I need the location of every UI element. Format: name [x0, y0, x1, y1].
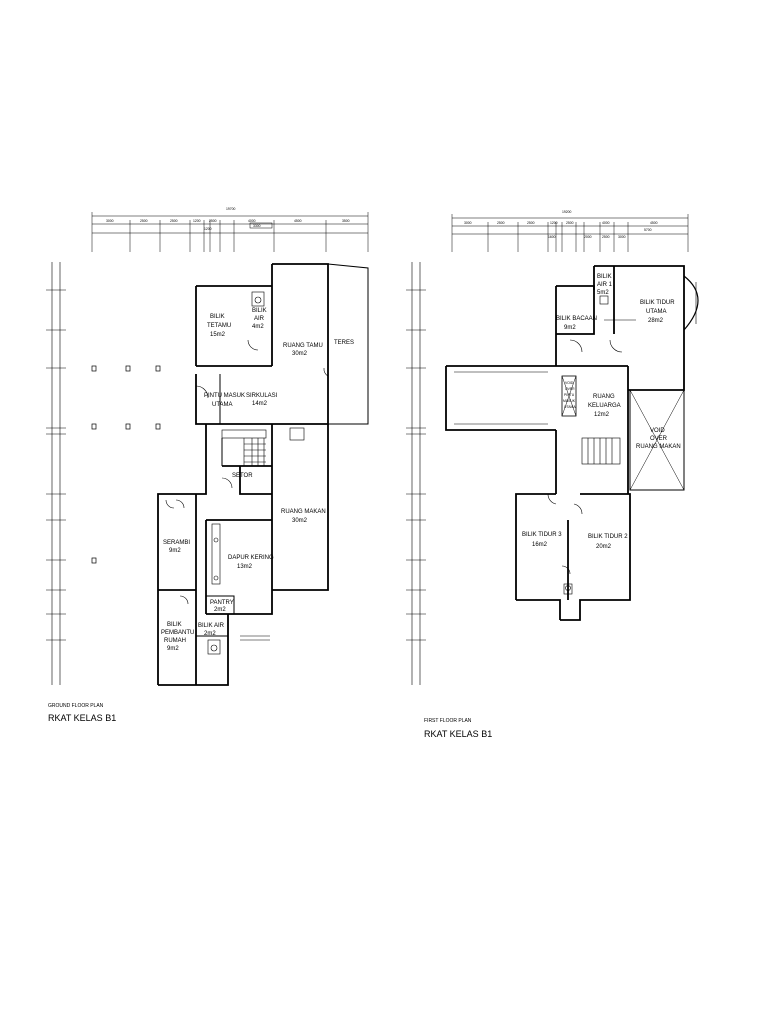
room-dapur-kering-area: 13m2: [237, 564, 253, 570]
gf-overall-dim: 19700: [226, 207, 236, 211]
ff-plan-caption: FIRST FLOOR PLAN: [424, 718, 472, 724]
room-void-small-l5: UTAMA: [564, 405, 576, 409]
first-floor-plan: [406, 214, 699, 685]
ff-plan-title: RKAT KELAS B1: [424, 729, 492, 739]
room-ff-bilik-air-area: 5m2: [597, 290, 609, 296]
room-ruang-makan-l1: RUANG MAKAN: [281, 509, 326, 515]
ff-dim-sub-2: 2000: [584, 235, 592, 239]
ff-dim-2: 2500: [497, 221, 505, 225]
ff-side-dimension: [406, 262, 426, 685]
ff-dim-5: 2500: [566, 221, 574, 225]
room-bilik-tetamu-l1: BILIK: [210, 314, 225, 320]
gf-dimension-lines: [91, 212, 369, 252]
ff-dim-sub-3: 2500: [602, 235, 610, 239]
gf-dim-sub-1: 1200: [204, 227, 212, 231]
gf-walls: [157, 263, 369, 686]
room-serambi-l1: SERAMBI: [163, 540, 190, 546]
room-void-ruang-makan-l2: OVER: [650, 436, 668, 442]
room-void-ruang-makan-l3: RUANG MAKAN: [636, 444, 681, 450]
room-setor: SETOR: [232, 473, 253, 479]
room-bilik-pembantu-l3: RUMAH: [164, 638, 186, 644]
ground-floor-plan: [46, 212, 369, 686]
room-ruang-makan-area: 30m2: [292, 518, 308, 524]
room-ff-bilik-air-l1: BILIK: [597, 274, 612, 280]
room-bilik-air-1-area: 4m2: [252, 324, 264, 330]
room-bilik-pembantu-area: 9m2: [167, 646, 179, 652]
room-dapur-kering-l1: DAPUR KERING: [228, 555, 274, 561]
room-bilik-pembantu-l2: PEMBANTU: [161, 630, 194, 636]
ff-dim-side: 5700: [644, 228, 652, 232]
room-bilik-tidur-utama-l2: UTAMA: [646, 309, 667, 315]
gf-dim-1: 3000: [106, 219, 114, 223]
room-ruang-keluarga-l2: KELUARGA: [588, 403, 621, 409]
room-void-ruang-makan-l1: VOID: [650, 428, 665, 434]
ff-dimension-text: 19200 3000 2500 2500 1200 2500 4000 4500…: [464, 210, 658, 239]
ff-dim-3: 2500: [527, 221, 535, 225]
gf-side-dimension: [46, 262, 66, 685]
ff-dimension-lines: [451, 214, 689, 252]
gf-staircase: [221, 429, 267, 466]
room-bilik-air-2-l1: BILIK AIR: [198, 623, 225, 629]
gf-dim-4: 1200: [193, 219, 201, 223]
ff-dim-7: 4500: [650, 221, 658, 225]
gf-dim-sub-2: 3300: [253, 224, 261, 228]
room-void-small-l2: OVER: [565, 387, 575, 391]
gf-dim-5: 2500: [209, 219, 217, 223]
ff-overall-dim: 19200: [562, 210, 572, 214]
gf-dimension-text: 19700 3000 2500 2500 1200 2500 4000 4500…: [106, 207, 350, 231]
ff-room-labels: BILIK AIR 1 5m2 BILIK TIDUR UTAMA 28m2 B…: [522, 274, 681, 550]
ff-dim-sub-1: 1600: [548, 235, 556, 239]
room-ruang-keluarga-area: 12m2: [594, 412, 610, 418]
gf-room-labels: BILIK TETAMU 15m2 BILIK AIR 4m2 RUANG TA…: [161, 308, 354, 652]
ff-dim-sub-4: 3000: [618, 235, 626, 239]
room-bilik-tetamu-l2: TETAMU: [207, 323, 231, 329]
room-serambi-area: 9m2: [169, 548, 181, 554]
ff-dim-6: 4000: [602, 221, 610, 225]
ff-walls: [445, 265, 699, 621]
ff-dim-4: 1200: [550, 221, 558, 225]
ff-void-cross: [561, 375, 685, 491]
room-teres: TERES: [334, 340, 354, 346]
gf-plan-caption: GROUND FLOOR PLAN: [48, 703, 104, 709]
room-void-small-l3: PINTU: [564, 393, 575, 397]
room-bilik-tidur-3-l1: BILIK TIDUR 3: [522, 532, 562, 538]
room-bilik-tidur-utama-area: 28m2: [648, 318, 664, 324]
gf-fixtures: [165, 291, 329, 655]
room-bilik-bacaan-l1: BILIK BACAAN: [556, 316, 597, 322]
room-void-small-l4: MASUK: [563, 399, 576, 403]
room-pintu-masuk-l2: UTAMA: [212, 402, 233, 408]
room-bilik-tetamu-area: 15m2: [210, 332, 226, 338]
gf-dim-8: 3500: [342, 219, 350, 223]
room-ruang-tamu-l1: RUANG TAMU: [283, 343, 323, 349]
room-sirkulasi-l1: SIRKULASI: [246, 393, 278, 399]
room-bilik-air-1-l1: BILIK: [252, 308, 267, 314]
room-bilik-pembantu-l1: BILIK: [167, 622, 182, 628]
room-pantry-l1: PANTRY: [210, 600, 234, 606]
room-ff-bilik-air-l2: AIR 1: [597, 282, 613, 288]
gf-column-markers: [91, 365, 161, 564]
gf-dim-3: 2500: [170, 219, 178, 223]
room-bilik-air-1-l2: AIR: [254, 316, 265, 322]
room-ruang-tamu-area: 30m2: [292, 351, 308, 357]
room-pintu-masuk-l1: PINTU MASUK: [204, 393, 245, 399]
room-sirkulasi-area: 14m2: [252, 401, 268, 407]
room-ruang-keluarga-l1: RUANG: [593, 394, 615, 400]
gf-dim-2: 2500: [140, 219, 148, 223]
room-bilik-tidur-2-l1: BILIK TIDUR 2: [588, 534, 628, 540]
room-bilik-tidur-utama-l1: BILIK TIDUR: [640, 300, 675, 306]
room-bilik-tidur-3-area: 16m2: [532, 542, 548, 548]
gf-plan-title: RKAT KELAS B1: [48, 713, 116, 723]
ff-fixtures: [547, 295, 636, 595]
room-bilik-air-2-area: 2m2: [204, 631, 216, 637]
room-bilik-tidur-2-area: 20m2: [596, 544, 612, 550]
gf-dim-7: 4500: [294, 219, 302, 223]
room-void-small-l1: VOID: [565, 381, 574, 385]
ff-staircase: [581, 437, 621, 465]
gf-dim-6: 4000: [248, 219, 256, 223]
room-pantry-area: 2m2: [214, 607, 226, 613]
ff-dim-1: 3000: [464, 221, 472, 225]
room-bilik-bacaan-area: 9m2: [564, 325, 576, 331]
